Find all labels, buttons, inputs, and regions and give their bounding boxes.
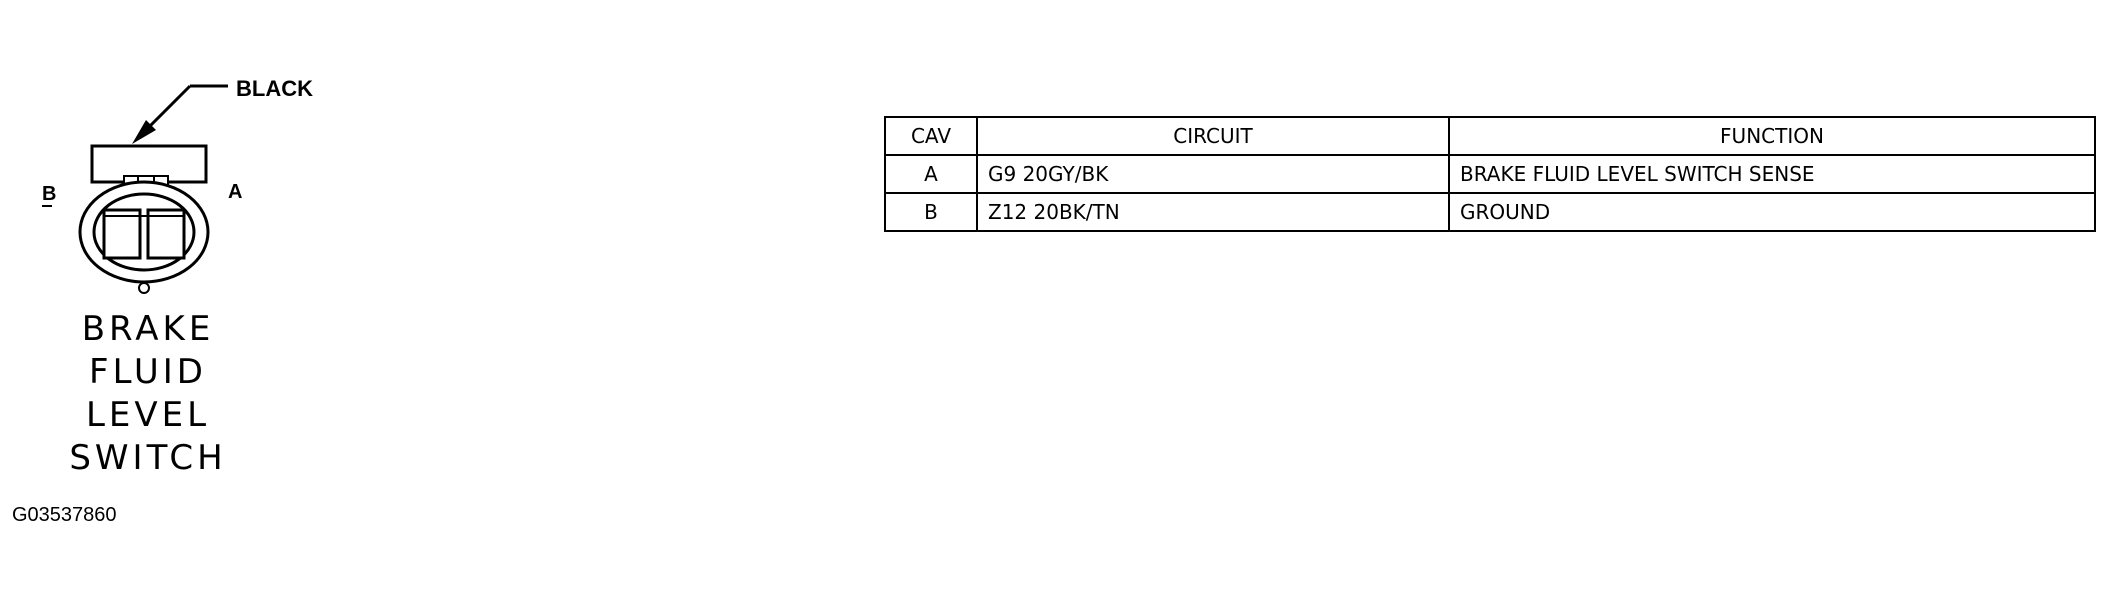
- cell-circuit: G9 20GY/BK: [976, 154, 1450, 194]
- header-cav: CAV: [884, 116, 978, 156]
- cell-function: GROUND: [1448, 192, 2096, 232]
- cavity-a-label: A: [228, 181, 242, 203]
- table-row: A G9 20GY/BK BRAKE FLUID LEVEL SWITCH SE…: [884, 154, 2096, 194]
- table-row: B Z12 20BK/TN GROUND: [884, 192, 2096, 232]
- component-name-line: LEVEL: [85, 395, 211, 435]
- cell-cav: A: [884, 154, 978, 194]
- table-header-row: CAV CIRCUIT FUNCTION: [884, 116, 2096, 156]
- leader-arrow-line: [144, 84, 192, 132]
- header-circuit: CIRCUIT: [976, 116, 1450, 156]
- component-name-line: BRAKE: [81, 309, 215, 349]
- figure-id: G03537860: [12, 504, 117, 526]
- cell-function: BRAKE FLUID LEVEL SWITCH SENSE: [1448, 154, 2096, 194]
- cavity-b-terminal: [102, 208, 142, 260]
- connector-key: [138, 282, 150, 294]
- cell-circuit: Z12 20BK/TN: [976, 192, 1450, 232]
- component-name: BRAKE FLUID LEVEL SWITCH: [38, 308, 258, 480]
- pinout-table: CAV CIRCUIT FUNCTION A G9 20GY/BK BRAKE …: [884, 116, 2096, 232]
- component-name-line: FLUID: [89, 352, 207, 392]
- header-function: FUNCTION: [1448, 116, 2096, 156]
- cell-cav: B: [884, 192, 978, 232]
- cavity-b-label: B: [42, 183, 56, 205]
- component-name-line: SWITCH: [69, 438, 227, 478]
- connector-color-label: BLACK: [236, 76, 313, 101]
- leader-arrowhead: [132, 120, 156, 144]
- cavity-a-terminal: [146, 208, 186, 260]
- connector-diagram: BLACK B A: [42, 76, 313, 294]
